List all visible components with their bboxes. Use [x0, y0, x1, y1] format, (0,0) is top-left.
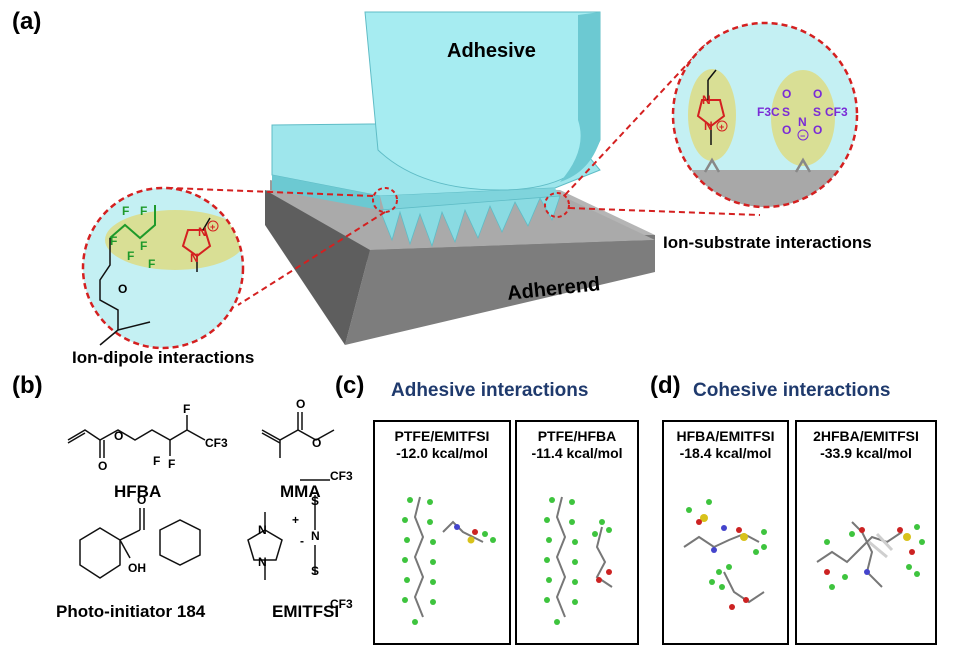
energy-label: -11.4 kcal/mol — [531, 445, 623, 461]
hfba-name: HFBA — [114, 482, 162, 501]
svg-text:−: − — [800, 131, 805, 141]
svg-text:N: N — [702, 93, 711, 107]
energy-label: -12.0 kcal/mol — [396, 445, 488, 461]
ion-dipole-zoom: F F F F F F O N N + — [81, 186, 245, 350]
svg-text:S: S — [782, 105, 790, 119]
zoom-marker-left — [372, 187, 398, 213]
ptfe-emitfsi-box: PTFE/EMITFSI -12.0 kcal/mol — [373, 420, 511, 645]
molecule-render — [544, 496, 613, 625]
svg-text:O: O — [782, 123, 791, 137]
pair-label: HFBA/EMITFSI — [676, 428, 775, 444]
ion-dipole-label: Ion-dipole interactions — [72, 348, 255, 367]
panel-d-title: Cohesive interactions — [693, 380, 891, 401]
panel-a-label: (a) — [12, 8, 42, 35]
svg-text:O: O — [813, 87, 822, 101]
molecule-render — [816, 521, 925, 590]
svg-text:F: F — [140, 204, 147, 218]
photoinitiator-name: Photo-initiator 184 — [56, 602, 206, 621]
svg-text:F: F — [110, 234, 117, 248]
ptfe-hfba-box: PTFE/HFBA -11.4 kcal/mol — [515, 420, 639, 645]
svg-text:N: N — [198, 225, 207, 239]
panel-d-label: (d) — [650, 372, 681, 399]
hfba-emitfsi-box: HFBA/EMITFSI -18.4 kcal/mol — [662, 420, 789, 645]
panel-b-label: (b) — [12, 372, 43, 399]
adhesive-label: Adhesive — [447, 40, 536, 62]
svg-text:F: F — [140, 239, 147, 253]
molecule-render — [402, 496, 496, 625]
zoom-marker-right — [544, 192, 570, 218]
svg-text:F: F — [148, 257, 155, 271]
svg-text:O: O — [118, 282, 127, 296]
svg-text:F: F — [122, 204, 129, 218]
svg-text:N: N — [704, 119, 713, 133]
energy-label: -18.4 kcal/mol — [679, 445, 772, 461]
energy-label: -33.9 kcal/mol — [820, 445, 912, 461]
mma-name: MMA — [280, 482, 321, 501]
emitfsi-name: EMITFSI — [272, 602, 340, 621]
pair-label: 2HFBA/EMITFSI — [813, 428, 919, 444]
ion-substrate-zoom: N N + F3C S N S CF3 O O O O − — [671, 21, 859, 209]
svg-text:F3C: F3C — [757, 105, 780, 119]
2hfba-emitfsi-box: 2HFBA/EMITFSI -33.9 kcal/mol — [795, 420, 937, 645]
svg-text:S: S — [813, 105, 821, 119]
svg-text:F: F — [127, 249, 134, 263]
panel-c-title: Adhesive interactions — [391, 380, 589, 401]
svg-text:CF3: CF3 — [825, 105, 848, 119]
pair-label: PTFE/EMITFSI — [394, 428, 490, 444]
svg-text:O: O — [813, 123, 822, 137]
adhesive-layer — [271, 11, 601, 248]
svg-text:O: O — [782, 87, 791, 101]
svg-text:N: N — [798, 115, 807, 129]
svg-text:+: + — [719, 122, 724, 132]
ion-substrate-label: Ion-substrate interactions — [663, 233, 872, 252]
panel-c-label: (c) — [335, 372, 365, 399]
molecule-render — [683, 499, 767, 610]
svg-text:N: N — [190, 251, 199, 265]
svg-text:+: + — [210, 222, 215, 232]
pair-label: PTFE/HFBA — [537, 428, 617, 444]
